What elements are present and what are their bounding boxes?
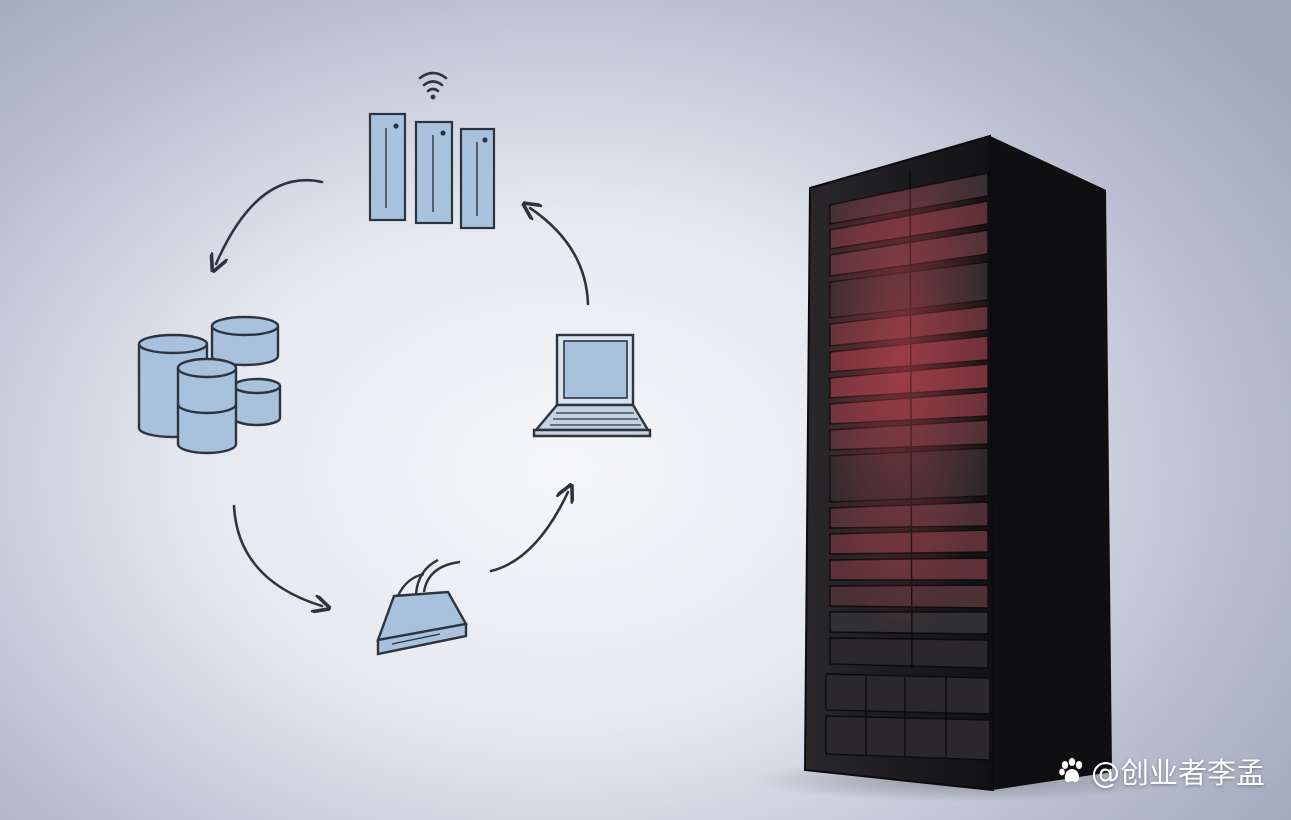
watermark: @创业者李孟 [1057, 750, 1265, 792]
wifi-icon [418, 71, 448, 100]
database-cylinders-icon [137, 315, 282, 455]
paw-icon [1059, 758, 1083, 782]
server-rack [803, 134, 1112, 792]
laptop-icon [532, 333, 652, 438]
watermark-text: @创业者李孟 [1090, 756, 1265, 790]
server-blades-icon [368, 112, 496, 230]
cycle-arrow-icon [216, 178, 590, 606]
router-icon [376, 558, 468, 656]
